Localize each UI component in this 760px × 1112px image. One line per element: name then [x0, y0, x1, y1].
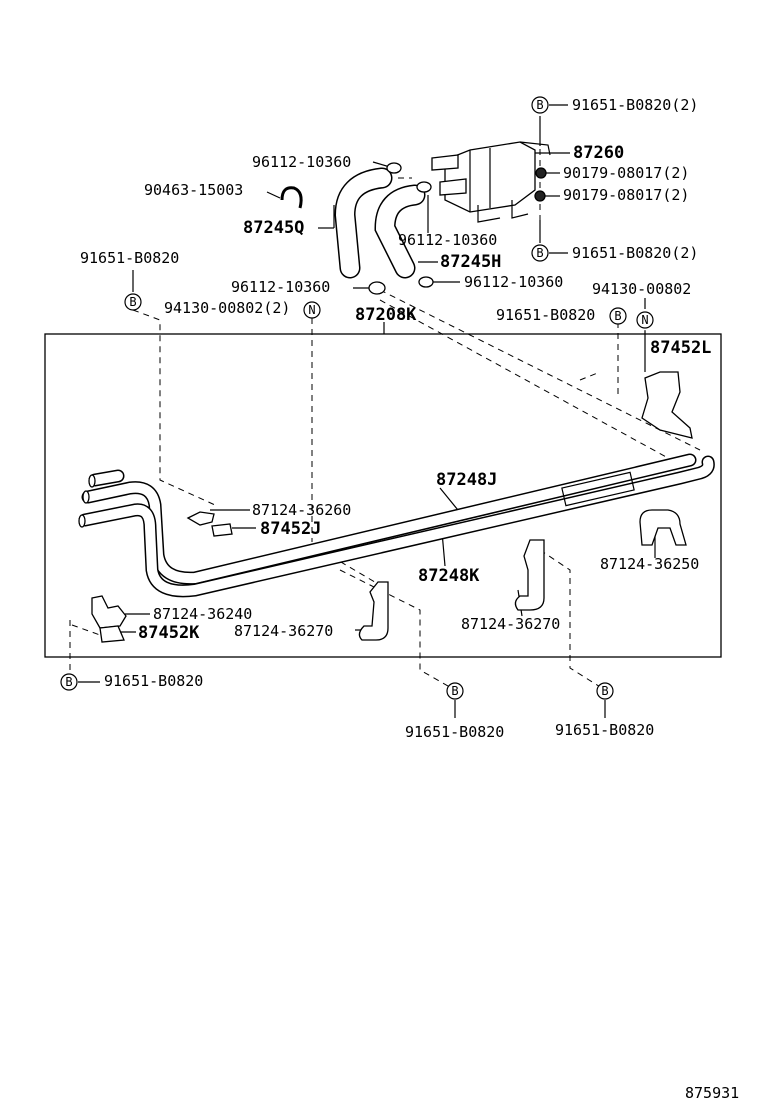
hose-87245H — [374, 184, 426, 279]
label-b-bottom-left: 91651-B0820 — [104, 672, 203, 690]
clamp-96112-10360 — [368, 162, 434, 295]
ring-90463-15003 — [280, 186, 303, 209]
label-90179-b: 90179-08017(2) — [563, 186, 689, 204]
bolt-symbol-bottom-left-text: B — [65, 675, 72, 689]
pipe-sleeve — [561, 471, 635, 507]
label-87124-36250: 87124-36250 — [600, 555, 699, 573]
nut-symbols: N N — [303, 301, 654, 329]
label-96112-a: 96112-10360 — [252, 153, 351, 171]
assembly-frame — [44, 333, 722, 658]
pipe-stub-upper — [78, 469, 125, 528]
bolt-symbol-bottom-right-text: B — [601, 684, 608, 698]
nut-90179-08017 — [534, 167, 547, 202]
bolt-symbol-bottom-left — [60, 673, 78, 691]
bracket-87452L — [641, 371, 693, 439]
label-87124-36240: 87124-36240 — [153, 605, 252, 623]
label-90179-a: 90179-08017(2) — [563, 164, 689, 182]
label-87208K: 87208K — [355, 305, 417, 325]
bolt-symbol-top-1-text: B — [536, 98, 543, 112]
nut-symbol-left-text: N — [308, 303, 315, 317]
nut-symbol-right-text: N — [641, 313, 648, 327]
label-87248K: 87248K — [418, 566, 480, 586]
label-87452K: 87452K — [138, 623, 200, 643]
label-96112-d: 96112-10360 — [464, 273, 563, 291]
clamp-87124-36260 — [186, 511, 215, 526]
label-94130-right: 94130-00802 — [592, 280, 691, 298]
filter-87260 — [431, 141, 551, 223]
bolt-symbols: B B B B B B B — [60, 96, 627, 700]
label-b-bottom-right: 91651-B0820 — [555, 721, 654, 739]
label-87124-36260: 87124-36260 — [252, 501, 351, 519]
label-b-top-1: 91651-B0820(2) — [572, 96, 698, 114]
label-94130-left: 94130-00802(2) — [164, 299, 290, 317]
bolt-symbol-left-top — [124, 293, 142, 311]
label-87248J: 87248J — [436, 470, 497, 490]
label-87452J: 87452J — [260, 519, 321, 539]
pipe-87248K — [78, 455, 715, 598]
bolt-symbol-top-1 — [531, 96, 549, 114]
clamp-87124-36270-left — [358, 581, 389, 641]
clamp-87124-36240 — [91, 595, 127, 629]
bolt-symbol-mid-right-text: B — [614, 309, 621, 323]
label-87260: 87260 — [573, 143, 624, 163]
figure-number: 875931 — [685, 1084, 739, 1102]
clip-87452J — [211, 523, 233, 537]
label-87452L: 87452L — [650, 338, 711, 358]
clamp-87124-36250 — [639, 509, 687, 546]
label-b-mid-right: 91651-B0820 — [496, 306, 595, 324]
bolt-symbol-left-top-text: B — [129, 295, 136, 309]
bolt-symbol-bottom-mid-text: B — [451, 684, 458, 698]
label-87245H: 87245H — [440, 252, 501, 272]
clip-87452K — [99, 625, 125, 643]
label-b-bottom-mid: 91651-B0820 — [405, 723, 504, 741]
leader-lines — [78, 104, 656, 718]
label-87124-36270-a: 87124-36270 — [234, 622, 333, 640]
bolt-symbol-bottom-mid — [446, 682, 464, 700]
label-b-top-2: 91651-B0820(2) — [572, 244, 698, 262]
label-96112-b: 96112-10360 — [398, 231, 497, 249]
clamp-87124-36270-right — [514, 539, 545, 611]
label-96112-c: 96112-10360 — [231, 278, 330, 296]
label-87124-36270-b: 87124-36270 — [461, 615, 560, 633]
bolt-symbol-top-2 — [531, 244, 549, 262]
nut-symbol-left — [303, 301, 321, 319]
bolt-symbol-bottom-right — [596, 682, 614, 700]
nut-symbol-right — [636, 311, 654, 329]
label-b-left-top: 91651-B0820 — [80, 249, 179, 267]
bolt-symbol-mid-right — [609, 307, 627, 325]
hose-87245Q — [334, 167, 393, 279]
label-87245Q: 87245Q — [243, 218, 304, 238]
label-90463: 90463-15003 — [144, 181, 243, 199]
part-labels: 91651-B0820(2) 87260 96112-10360 90179-0… — [80, 96, 739, 1102]
bolt-symbol-top-2-text: B — [536, 246, 543, 260]
